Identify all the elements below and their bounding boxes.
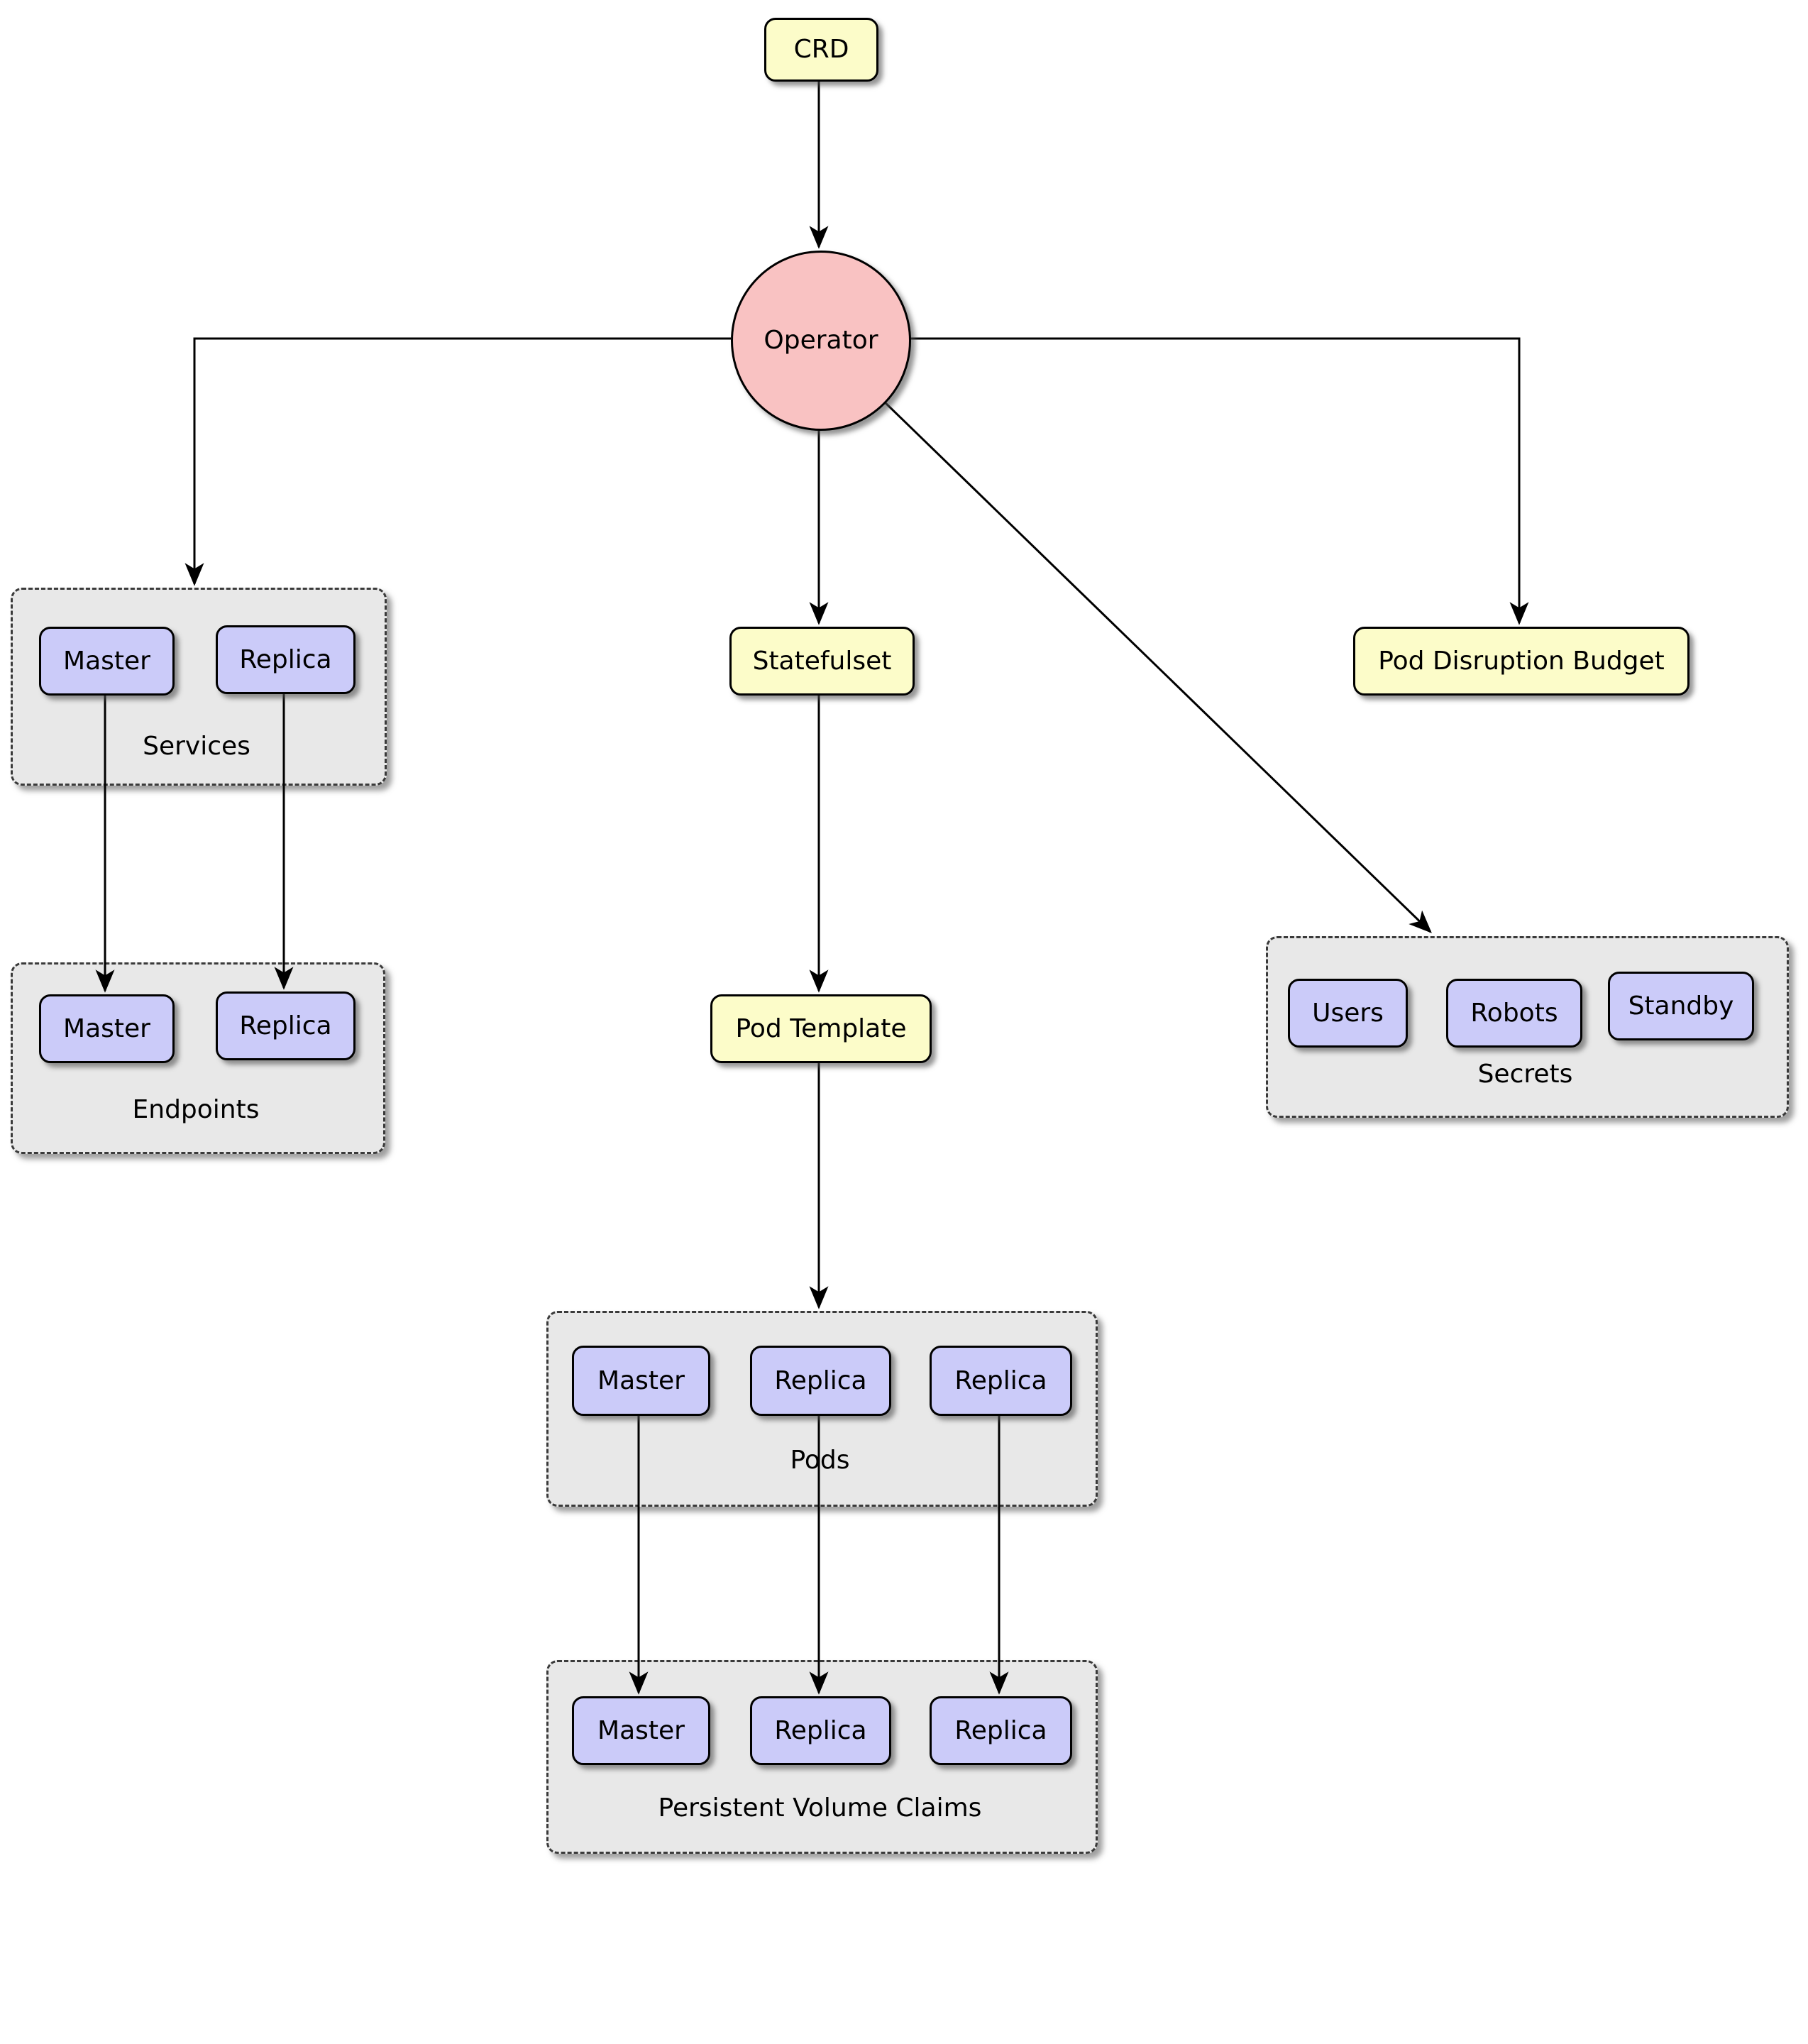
pvc-group-label: Persistent Volume Claims — [658, 1793, 982, 1823]
pvc-master-node: Master — [572, 1696, 710, 1765]
pods-master-node: Master — [572, 1346, 710, 1416]
crd-node: CRD — [764, 18, 878, 82]
secrets-standby-node: Standby — [1608, 972, 1754, 1040]
edge-operator-pdb — [907, 337, 1529, 625]
services-group-label: Services — [143, 732, 250, 761]
pod-disruption-budget-node: Pod Disruption Budget — [1353, 627, 1690, 696]
edge-operator-secrets — [881, 398, 1432, 933]
secrets-group-label: Secrets — [1477, 1060, 1573, 1089]
pvc-replica2-node: Replica — [930, 1696, 1072, 1765]
pvc-replica1-node: Replica — [750, 1696, 891, 1765]
secrets-users-node: Users — [1288, 979, 1408, 1048]
operator-node: Operator — [731, 251, 911, 431]
edge-operator-services — [184, 337, 731, 586]
services-replica-node: Replica — [216, 625, 355, 694]
endpoints-master-node: Master — [39, 994, 175, 1063]
pod-template-node: Pod Template — [710, 994, 932, 1063]
pods-replica2-node: Replica — [930, 1346, 1072, 1416]
statefulset-node: Statefulset — [729, 627, 915, 696]
endpoints-group-label: Endpoints — [132, 1095, 260, 1124]
services-master-node: Master — [39, 627, 175, 696]
secrets-robots-node: Robots — [1446, 979, 1582, 1048]
endpoints-replica-node: Replica — [216, 991, 355, 1060]
pods-replica1-node: Replica — [750, 1346, 891, 1416]
pods-group-label: Pods — [790, 1446, 850, 1475]
